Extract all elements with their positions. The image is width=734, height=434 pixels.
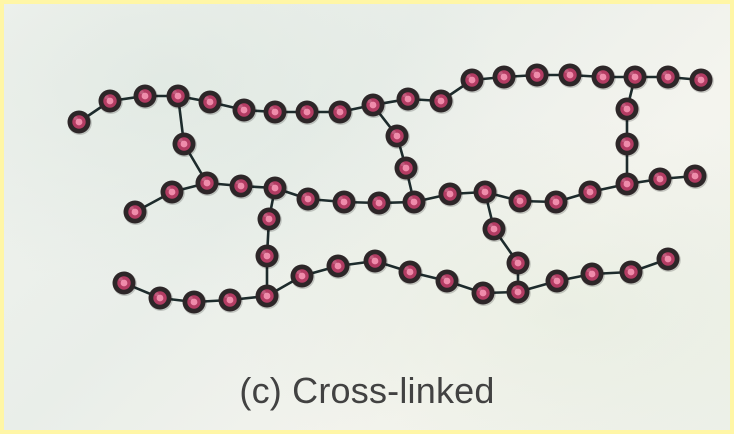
crosslink-5-monomer-2 (483, 218, 507, 243)
chain-1-monomer-14 (493, 66, 517, 91)
chain-2-monomer-15 (616, 173, 640, 198)
chain-2-monomer-13 (545, 191, 569, 216)
chain-2-monomer-8 (368, 192, 392, 217)
chain-2-monomer-9 (403, 191, 427, 216)
chain-2-monomer-2 (161, 181, 185, 206)
chain-2-monomer-6 (297, 188, 321, 213)
chain-2-monomer-17 (684, 165, 708, 190)
crosslink-4-monomer-3 (256, 245, 280, 270)
chain-1-monomer-1 (68, 111, 92, 136)
diagram-caption: (c) Cross-linked (4, 370, 730, 412)
chain-3-monomer-14 (581, 263, 605, 288)
chain-3-monomer-1 (113, 272, 137, 297)
chain-1-monomer-19 (657, 66, 681, 91)
chain-1-monomer-4 (167, 85, 191, 110)
chain-1-monomer-6 (233, 99, 257, 124)
chain-2-monomer-3 (196, 172, 220, 197)
chain-1-monomer-9 (329, 101, 353, 126)
chain-1-monomer-2 (99, 90, 123, 115)
crosslink-5-monomer-3 (507, 252, 531, 277)
crosslink-1-monomer-2 (173, 133, 197, 158)
crosslink-2-monomer-3 (395, 157, 419, 182)
crosslink-2-monomer-2 (386, 125, 410, 150)
chain-3-monomer-5 (256, 285, 280, 310)
chain-1-monomer-10 (362, 94, 386, 119)
chain-1-monomer-5 (199, 91, 223, 116)
chain-1-monomer-3 (134, 85, 158, 110)
crosslink-3-monomer-2 (616, 98, 640, 123)
chain-3-monomer-15 (620, 261, 644, 286)
chain-1-monomer-18 (624, 66, 648, 91)
chain-3-monomer-6 (291, 265, 315, 290)
chain-2-monomer-1 (124, 201, 148, 226)
chain-3-monomer-3 (183, 291, 207, 316)
chain-2-monomer-11 (474, 181, 498, 206)
chain-1-monomer-13 (461, 69, 485, 94)
chain-2-monomer-10 (439, 183, 463, 208)
chain-2-monomer-4 (230, 175, 254, 200)
chain-3-monomer-16 (657, 248, 681, 273)
cross-linked-polymer-diagram (4, 4, 730, 430)
chain-3-monomer-11 (472, 282, 496, 307)
chain-1-monomer-20 (690, 69, 714, 94)
chain-2-monomer-7 (333, 191, 357, 216)
chain-2-monomer-16 (649, 168, 673, 193)
chain-1-monomer-7 (264, 101, 288, 126)
chain-3-monomer-8 (364, 250, 388, 275)
chain-3-monomer-9 (399, 261, 423, 286)
chain-3-monomer-12 (507, 281, 531, 306)
chain-2-monomer-5 (264, 177, 288, 202)
chain-1-monomer-15 (526, 64, 550, 89)
chain-2-monomer-14 (579, 181, 603, 206)
chain-3-monomer-10 (436, 270, 460, 295)
chain-2-monomer-12 (509, 190, 533, 215)
chain-1-monomer-8 (296, 101, 320, 126)
chain-3-monomer-4 (219, 289, 243, 314)
chain-3-monomer-2 (149, 287, 173, 312)
chain-1-monomer-11 (397, 88, 421, 113)
chain-3-monomer-13 (546, 270, 570, 295)
crosslink-3-monomer-3 (616, 133, 640, 158)
chain-1-monomer-16 (559, 64, 583, 89)
chain-3-monomer-7 (327, 255, 351, 280)
chain-1-monomer-12 (430, 90, 454, 115)
crosslink-4-monomer-2 (258, 208, 282, 233)
chain-1-monomer-17 (592, 66, 616, 91)
